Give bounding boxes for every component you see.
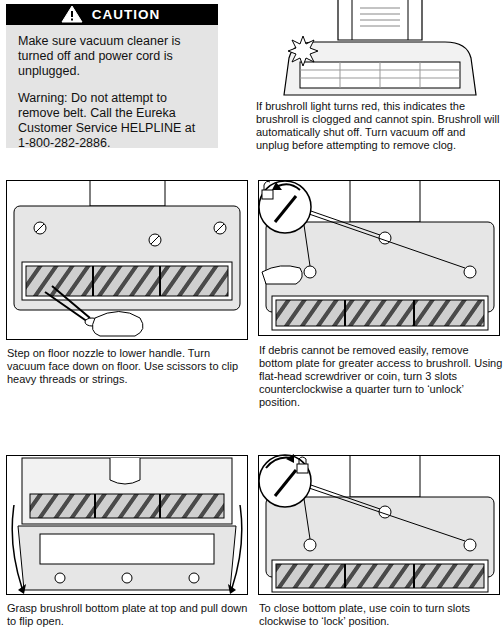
nozzle-underside-part <box>149 234 161 246</box>
note-text: If brushroll light turns red, this indic… <box>256 100 501 152</box>
vacuum-front <box>284 0 476 95</box>
nozzle-lock <box>259 454 494 592</box>
plate-open-part <box>22 458 232 524</box>
nozzle-lock-part <box>308 484 380 509</box>
caution-heading: CAUTION <box>6 4 218 25</box>
nozzle-unlock-part <box>272 296 488 330</box>
step-panel: To close bottom plate, use coin to turn … <box>258 455 500 595</box>
vacuum-front-part <box>352 0 353 40</box>
vacuum-front-part <box>380 62 381 88</box>
warning-triangle <box>62 6 82 22</box>
plate-open-part <box>159 494 161 518</box>
nozzle-lock-part <box>344 564 346 588</box>
nozzle-underside-part <box>45 286 90 322</box>
plate-open-part <box>228 584 236 594</box>
nozzle-unlock-part <box>275 196 296 222</box>
caution-text: Make sure vacuum cleaner is turned off a… <box>18 34 208 79</box>
plate-open-part <box>55 573 65 583</box>
warning-triangle-part <box>71 19 73 21</box>
nozzle-unlock-part <box>309 214 465 268</box>
warning-triangle-part <box>62 6 82 22</box>
step-caption: Step on floor nozzle to lower handle. Tu… <box>7 347 251 386</box>
nozzle-lock-part <box>275 470 296 496</box>
caution-box: CAUTION Make sure vacuum cleaner is turne… <box>6 4 218 148</box>
plate-open <box>12 458 242 594</box>
nozzle-unlock-part <box>264 181 270 190</box>
vacuum-front-part <box>408 0 409 40</box>
vacuum-front-part <box>360 14 400 15</box>
nozzle-lock-part <box>297 464 308 473</box>
step-caption: Grasp brushroll bottom plate at top and … <box>7 602 251 628</box>
plate-open-part <box>232 505 242 588</box>
nozzle-underside-part <box>92 312 143 337</box>
nozzle-unlock-part <box>262 190 273 199</box>
nozzle-lock-part <box>464 539 476 551</box>
nozzle-unlock-part <box>276 300 484 326</box>
nozzle-underside-part <box>26 266 228 296</box>
nozzle-underside-part <box>214 222 226 234</box>
nozzle-underside-part <box>216 224 224 232</box>
nozzle-unlock-part <box>308 210 380 235</box>
nozzle-underside-part <box>36 224 44 232</box>
plate-open-part <box>30 494 224 518</box>
nozzle-unlock-part <box>350 180 420 222</box>
nozzle-lock-part <box>299 457 306 464</box>
plate-open-part <box>110 458 140 484</box>
caution-body: Make sure vacuum cleaner is turned off a… <box>18 34 208 163</box>
vacuum-front-part <box>360 20 400 21</box>
nozzle-lock-part <box>304 539 316 551</box>
step-panel: Step on floor nozzle to lower handle. Tu… <box>6 180 248 340</box>
plate-open-part <box>18 584 26 594</box>
nozzle-underside <box>14 180 240 336</box>
nozzle-lock-part <box>272 560 488 592</box>
vacuum-front-part <box>360 26 400 27</box>
vacuum-front-part <box>360 8 400 9</box>
nozzle-unlock <box>259 180 494 330</box>
vacuum-front-part <box>288 36 318 66</box>
nozzle-underside-part <box>90 180 165 206</box>
nozzle-lock-part <box>259 455 311 507</box>
nozzle-unlock-part <box>259 181 311 233</box>
nozzle-lock-part <box>350 455 420 497</box>
nozzle-unlock-part <box>304 266 316 278</box>
plate-open-part <box>40 534 214 564</box>
nozzle-underside-part <box>92 266 94 296</box>
vacuum-front-part <box>300 62 460 88</box>
nozzle-unlock-part <box>262 266 302 284</box>
nozzle-underside-part <box>159 266 161 296</box>
vacuum-front-part <box>338 0 422 40</box>
step-panel: Grasp brushroll bottom plate at top and … <box>6 455 248 595</box>
step-caption: To close bottom plate, use coin to turn … <box>259 602 503 628</box>
caution-text: Warning: Do not attempt to remove belt. … <box>18 91 208 151</box>
plate-open-part <box>122 573 132 583</box>
plate-open-part <box>94 494 96 518</box>
nozzle-underside-part <box>34 222 46 234</box>
plate-open-part <box>12 505 22 588</box>
nozzle-lock-part <box>309 488 465 541</box>
warning-triangle-part <box>71 11 73 17</box>
nozzle-unlock-part <box>464 266 476 278</box>
step-caption: If debris cannot be removed easily, remo… <box>259 344 503 409</box>
nozzle-underside-part <box>22 262 232 300</box>
nozzle-unlock-part <box>413 300 415 326</box>
step-panel: If debris cannot be removed easily, remo… <box>258 180 500 336</box>
plate-open-part <box>18 526 236 590</box>
nozzle-lock-part <box>276 564 484 588</box>
nozzle-underside-part <box>151 236 159 244</box>
plate-open-part <box>189 573 199 583</box>
nozzle-unlock-part <box>344 300 346 326</box>
nozzle-lock-part <box>413 564 415 588</box>
nozzle-unlock-part <box>272 182 282 190</box>
vacuum-front-part <box>340 62 341 88</box>
vacuum-front-part <box>420 62 421 88</box>
